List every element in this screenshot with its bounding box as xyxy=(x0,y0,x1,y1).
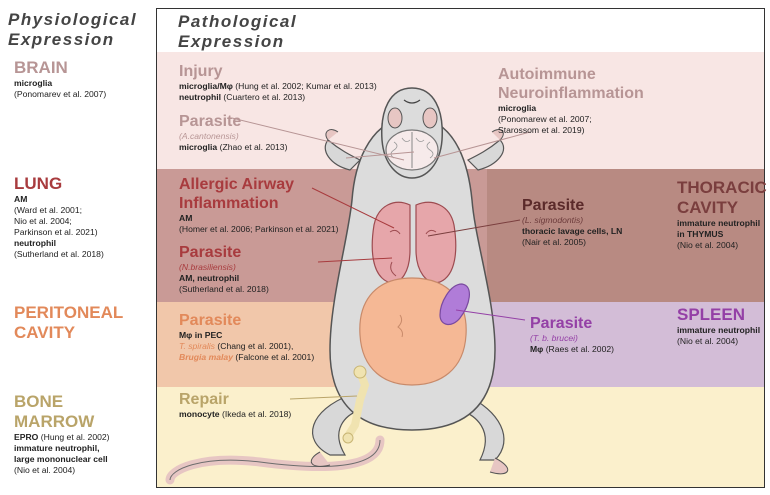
organ-peritoneal-2: CAVITY xyxy=(14,323,154,343)
thoracic-cell-2: in THYMUS xyxy=(677,229,769,240)
parasite-brain-cell: microglia xyxy=(179,142,217,152)
organ-thoracic-1: THORACIC xyxy=(677,178,769,198)
parasite-thoracic-cell: thoracic lavage cells, LN xyxy=(522,226,682,237)
bone-line-1: EPRO (Hung et al. 2002) xyxy=(14,432,154,443)
bone-ref-1: (Hung et al. 2002) xyxy=(38,432,109,442)
organ-spleen: SPLEEN xyxy=(677,305,769,325)
spleen-physiological: SPLEEN immature neutrophil (Nio et al. 2… xyxy=(677,305,769,347)
bone-line-4: (Nio et al. 2004) xyxy=(14,465,154,476)
parasite-lung-species: (N.brasiliensis) xyxy=(179,262,379,273)
autoimmune-ref-1: (Ponomarew et al. 2007; xyxy=(498,114,698,125)
autoimmune-cell: microglia xyxy=(498,103,698,114)
physiological-header: Physiological Expression xyxy=(8,10,137,50)
injury-ref-2: (Cuartero et al. 2013) xyxy=(221,92,305,102)
parasite-thoracic-title: Parasite xyxy=(522,196,682,215)
bone-cell-epro: EPRO xyxy=(14,432,38,442)
parasite-brain-ref: (Zhao et al. 2013) xyxy=(217,142,287,152)
brain-refs: (Ponomarev et al. 2007) xyxy=(14,89,154,100)
allergic-refs: (Homer et al. 2006; Parkinson et al. 202… xyxy=(179,224,379,235)
repair-cell: monocyte xyxy=(179,409,220,419)
parasite-brain-species: (A.cantonensis) xyxy=(179,131,379,142)
parasite-spleen-cell: Mφ xyxy=(530,344,543,354)
parasite-spleen-ref: (Raes et al. 2002) xyxy=(543,344,614,354)
autoimmune-block: Autoimmune Neuroinflammation microglia (… xyxy=(498,65,698,136)
lung-cell-am: AM xyxy=(14,194,154,205)
parasite-lung-block: Parasite (N.brasiliensis) AM, neutrophil… xyxy=(179,243,379,295)
lung-ref-4: (Sutherland et al. 2018) xyxy=(14,249,154,260)
bone-line-2: immature neutrophil, xyxy=(14,443,154,454)
lung-physiological: LUNG AM (Ward et al. 2001; Nio et al. 20… xyxy=(14,174,154,260)
autoimmune-title-1: Autoimmune xyxy=(498,65,698,84)
injury-block: Injury microglia/Mφ (Hung et al. 2002; K… xyxy=(179,62,419,103)
thoracic-physiological: THORACIC CAVITY immature neutrophil in T… xyxy=(677,178,769,251)
lung-cell-neutrophil: neutrophil xyxy=(14,238,154,249)
organ-peritoneal-1: PERITONEAL xyxy=(14,303,154,323)
parasite-spleen-species: (T. b. brucei) xyxy=(530,333,670,344)
repair-title: Repair xyxy=(179,390,379,409)
brain-physiological: BRAIN microglia (Ponomarev et al. 2007) xyxy=(14,58,154,100)
spleen-ref: (Nio et al. 2004) xyxy=(677,336,769,347)
parasite-lung-cell: AM, neutrophil xyxy=(179,273,379,284)
organ-thoracic-2: CAVITY xyxy=(677,198,769,218)
thoracic-cell-1: immature neutrophil xyxy=(677,218,769,229)
parasite-peritoneal-block: Parasite Mφ in PEC T. spiralis (Chang et… xyxy=(179,311,379,363)
organ-brain: BRAIN xyxy=(14,58,154,78)
parasite-thoracic-species: (L. sigmodontis) xyxy=(522,215,682,226)
parasite-brain-title: Parasite xyxy=(179,112,379,131)
peritoneal-physiological: PERITONEAL CAVITY xyxy=(14,303,154,343)
spleen-cell: immature neutrophil xyxy=(677,325,769,336)
parasite-spleen-title: Parasite xyxy=(530,314,670,333)
allergic-cell: AM xyxy=(179,213,379,224)
autoimmune-ref-2: Starossom et al. 2019) xyxy=(498,125,698,136)
lung-ref-2: Nio et al. 2004; xyxy=(14,216,154,227)
physiological-header-line2: Expression xyxy=(8,30,137,50)
parasite-spleen-block: Parasite (T. b. brucei) Mφ (Raes et al. … xyxy=(530,314,670,355)
pathological-header: Pathological Expression xyxy=(178,12,297,52)
bone-physiological: BONE MARROW EPRO (Hung et al. 2002) imma… xyxy=(14,392,154,476)
brain-cells: microglia xyxy=(14,78,154,89)
parasite-peritoneal-sp1: T. spiralis xyxy=(179,341,215,351)
lung-ref-1: (Ward et al. 2001; xyxy=(14,205,154,216)
pathological-header-line2: Expression xyxy=(178,32,297,52)
parasite-thoracic-block: Parasite (L. sigmodontis) thoracic lavag… xyxy=(522,196,682,248)
bone-line-3: large mononuclear cell xyxy=(14,454,154,465)
injury-title: Injury xyxy=(179,62,419,81)
repair-ref: (Ikeda et al. 2018) xyxy=(220,409,292,419)
allergic-title-2: Inflammation xyxy=(179,194,379,213)
allergic-block: Allergic Airway Inflammation AM (Homer e… xyxy=(179,175,379,235)
physiological-header-line1: Physiological xyxy=(8,10,137,30)
organ-lung: LUNG xyxy=(14,174,154,194)
parasite-thoracic-ref: (Nair et al. 2005) xyxy=(522,237,682,248)
autoimmune-title-2: Neuroinflammation xyxy=(498,84,698,103)
parasite-peritoneal-cell: Mφ in PEC xyxy=(179,330,379,341)
parasite-peritoneal-ref2: (Falcone et al. 2001) xyxy=(233,352,314,362)
pathological-header-line1: Pathological xyxy=(178,12,297,32)
organ-bone-1: BONE xyxy=(14,392,154,412)
organ-bone-2: MARROW xyxy=(14,412,154,432)
parasite-brain-block: Parasite (A.cantonensis) microglia (Zhao… xyxy=(179,112,379,153)
parasite-lung-title: Parasite xyxy=(179,243,379,262)
injury-ref-1: (Hung et al. 2002; Kumar et al. 2013) xyxy=(233,81,377,91)
lung-ref-3: Parkinson et al. 2021) xyxy=(14,227,154,238)
repair-block: Repair monocyte (Ikeda et al. 2018) xyxy=(179,390,379,420)
allergic-title-1: Allergic Airway xyxy=(179,175,379,194)
injury-cell-1: microglia/Mφ xyxy=(179,81,233,91)
parasite-lung-ref: (Sutherland et al. 2018) xyxy=(179,284,379,295)
injury-cell-2: neutrophil xyxy=(179,92,221,102)
parasite-peritoneal-ref1: (Chang et al. 2001), xyxy=(215,341,293,351)
parasite-peritoneal-title: Parasite xyxy=(179,311,379,330)
thoracic-ref: (Nio et al. 2004) xyxy=(677,240,769,251)
parasite-peritoneal-sp2: Brugia malay xyxy=(179,352,233,362)
